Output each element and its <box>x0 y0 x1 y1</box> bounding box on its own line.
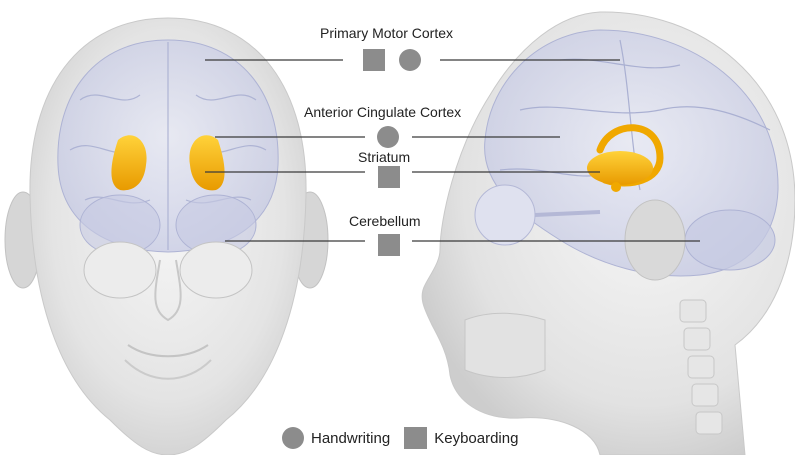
label-anterior-cingulate-cortex: Anterior Cingulate Cortex <box>304 104 461 120</box>
motor-keyboarding-marker <box>363 49 385 71</box>
acc-handwriting-marker <box>377 126 399 148</box>
side-cerebellum <box>685 210 775 270</box>
amygdala-dot <box>611 182 621 192</box>
label-primary-motor-cortex: Primary Motor Cortex <box>320 25 453 41</box>
legend-square-icon <box>404 427 427 449</box>
left-eye-socket <box>84 242 156 298</box>
front-head <box>5 18 328 455</box>
side-head <box>422 12 795 455</box>
side-ear <box>625 200 685 280</box>
legend: Handwriting Keyboarding <box>282 427 532 449</box>
side-eye <box>475 185 535 245</box>
legend-circle-icon <box>282 427 304 449</box>
right-eye-socket <box>180 242 252 298</box>
striatum-keyboarding-marker <box>378 166 400 188</box>
label-striatum: Striatum <box>358 149 410 165</box>
side-teeth <box>465 313 545 377</box>
legend-keyboarding: Keyboarding <box>434 430 518 447</box>
motor-handwriting-marker <box>399 49 421 71</box>
legend-handwriting: Handwriting <box>311 430 390 447</box>
side-striatum <box>587 151 653 185</box>
label-cerebellum: Cerebellum <box>349 213 421 229</box>
cerebellum-keyboarding-marker <box>378 234 400 256</box>
